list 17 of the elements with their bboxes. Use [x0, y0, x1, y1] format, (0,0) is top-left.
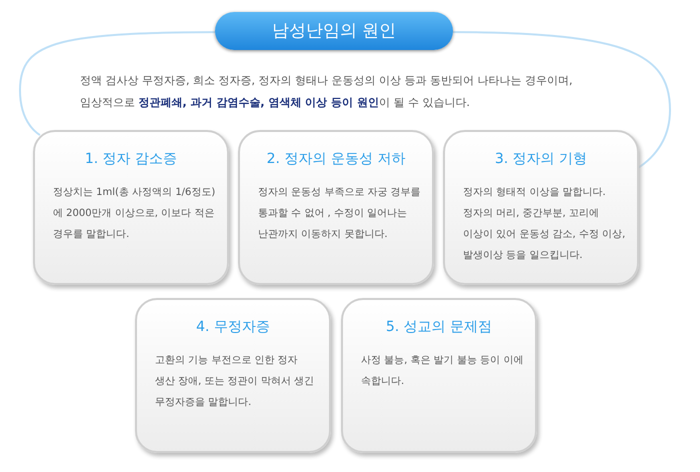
card-text: 정자의 형태적 이상을 말합니다. 정자의 머리, 중간부분, 꼬리에 이상이 있어 운동성 감소, 수정 이상, 발생이상 등을 일으킵니다.: [463, 186, 626, 263]
title-banner: 남성난임의 원인: [215, 12, 453, 50]
info-card: [33, 130, 229, 285]
info-card: [443, 130, 639, 285]
card-heading: 5. 성교의 문제점: [384, 318, 494, 336]
card-heading: 3. 정자의 기형: [494, 150, 588, 168]
intro-paragraph: 정액 검사상 무정자증, 희소 정자증, 정자의 형태나 운동성의 이상 등과 동반되어 나타나는 경우이며, 임상적으로 정관폐쇄, 과거 감염수술, 염색체 이상 등이 원인이 될 수 있습니다.: [80, 73, 574, 111]
card-heading: 4. 무정자증: [195, 318, 271, 336]
card-heading: 2. 정자의 운동성 저하: [266, 150, 406, 168]
card-text: 사정 불능, 혹은 발기 불능 등이 이에 속합니다.: [361, 354, 524, 389]
info-card: [341, 298, 537, 453]
card-text: 정자의 운동성 부족으로 자궁 경부를 통과할 수 없어 , 수정이 일어나는 난관까지 이동하지 못합니다.: [258, 186, 422, 242]
card-text: 정상치는 1ml(총 사정액의 1/6정도)에 2000만개 이상으로, 이보다 적은 경우를 말합니다.: [53, 186, 216, 242]
card-heading: 1. 정자 감소증: [84, 150, 178, 168]
card-text: 고환의 기능 부전으로 인한 정자 생산 장애, 또는 정관이 막혀서 생긴 무정자증을 말합니다.: [155, 354, 316, 410]
info-card: [135, 298, 331, 453]
info-card: [238, 130, 434, 285]
